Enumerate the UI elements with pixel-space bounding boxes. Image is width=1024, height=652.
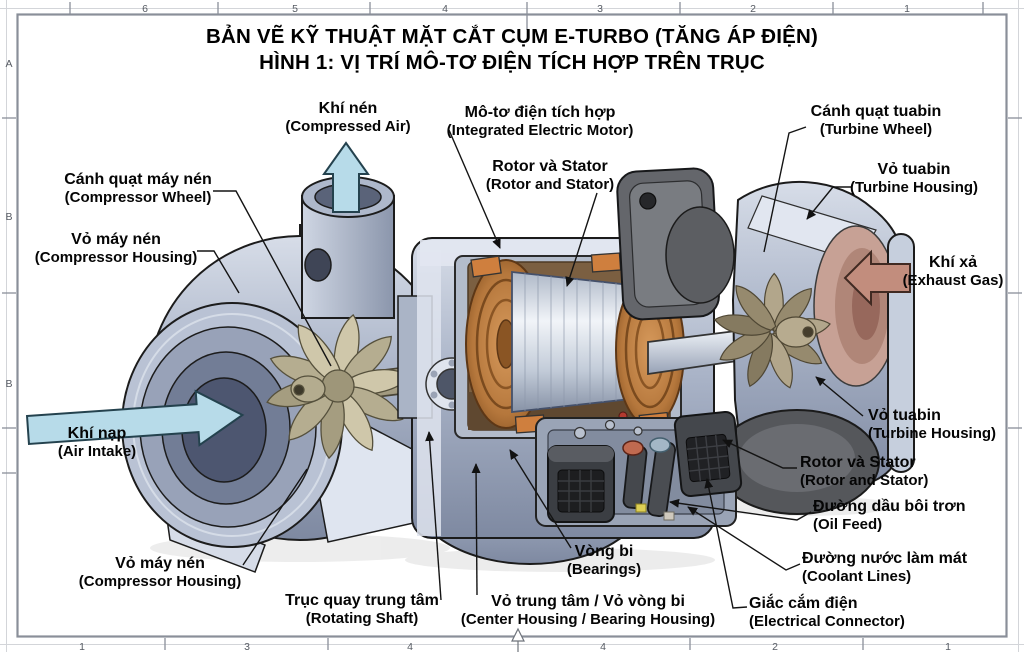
label-en: (Rotating Shaft) <box>305 609 419 627</box>
label-en: (Turbine Wheel) <box>819 120 933 138</box>
connector-plate <box>535 410 743 527</box>
grid-ref: 2 <box>750 3 756 15</box>
label-vi: Rotor và Stator <box>492 157 608 175</box>
label-bearings: Vòng bi (Bearings) <box>567 543 641 578</box>
label-integrated-motor: Mô-tơ điện tích hợp (Integrated Electric… <box>447 104 634 139</box>
turbine-wheel <box>713 272 831 389</box>
oil-feed-line <box>622 440 648 513</box>
label-vi: Khí nén <box>318 99 378 117</box>
label-rotating-shaft: Trục quay trung tâm (Rotating Shaft) <box>285 592 439 627</box>
grid-ref: B <box>5 378 12 390</box>
leader-lines <box>197 126 864 609</box>
label-vi: Trục quay trung tâm <box>285 591 439 609</box>
electrical-connector-left <box>547 445 615 523</box>
grid-ref: 1 <box>904 3 910 15</box>
compressed-air-arrow-icon <box>322 141 370 213</box>
exhaust-gas-arrow-icon <box>843 249 911 307</box>
label-en: (Oil Feed) <box>813 515 883 533</box>
label-exhaust-gas: Khí xả (Exhaust Gas) <box>903 254 1004 289</box>
compressor-wheel <box>266 313 411 460</box>
title-line-2: HÌNH 1: VỊ TRÍ MÔ-TƠ ĐIỆN TÍCH HỢP TRÊN … <box>259 51 765 74</box>
label-en: (Integrated Electric Motor) <box>446 121 634 139</box>
label-vi: Vỏ máy nén <box>115 554 205 572</box>
title-line-1: BẢN VẼ KỸ THUẬT MẶT CẮT CỤM E-TURBO (TĂN… <box>205 25 819 48</box>
grid-ref: A <box>5 58 12 70</box>
label-en: (Exhaust Gas) <box>902 271 1004 289</box>
grid-ref: 5 <box>292 3 298 15</box>
label-en: (Turbine Housing) <box>868 424 997 442</box>
label-vi: Đường nước làm mát <box>802 549 968 567</box>
grid-ref: 3 <box>597 3 603 15</box>
label-turbine-housing-upper: Vỏ tuabin (Turbine Housing) <box>850 161 978 196</box>
label-turbine-wheel: Cánh quạt tuabin (Turbine Wheel) <box>811 103 942 138</box>
drawing-title: BẢN VẼ KỸ THUẬT MẶT CẮT CỤM E-TURBO (TĂN… <box>0 24 1024 76</box>
label-vi: Giắc cắm điện <box>749 594 858 612</box>
label-vi: Đường dầu bôi trơn <box>813 497 966 515</box>
label-compressor-housing-lower: Vỏ máy nén (Compressor Housing) <box>79 555 242 590</box>
label-en: (Air Intake) <box>57 442 137 460</box>
label-vi: Khí xả <box>928 253 977 271</box>
label-vi: Vỏ tuabin <box>877 160 951 178</box>
label-compressor-wheel: Cánh quạt máy nén (Compressor Wheel) <box>64 171 212 206</box>
label-en: (Bearings) <box>566 560 642 578</box>
label-en: (Rotor and Stator) <box>485 175 615 193</box>
label-compressed-air: Khí nén (Compressed Air) <box>285 100 410 135</box>
label-vi: Vòng bi <box>574 542 634 560</box>
label-vi: Cánh quạt máy nén <box>64 170 212 188</box>
grid-ref: 1 <box>79 641 85 652</box>
label-rotor-stator-upper: Rotor và Stator (Rotor and Stator) <box>486 158 614 193</box>
label-vi: Rotor và Stator <box>800 453 916 471</box>
label-en: (Compressed Air) <box>285 117 411 135</box>
label-turbine-housing-lower: Vỏ tuabin (Turbine Housing) <box>868 407 996 442</box>
label-rotor-stator-lower: Rotor và Stator (Rotor and Stator) <box>800 454 928 489</box>
air-intake-arrow-icon <box>25 389 245 447</box>
grid-ref: 1 <box>945 641 951 652</box>
grid-ref: 4 <box>442 3 448 15</box>
label-vi: Cánh quạt tuabin <box>810 102 942 120</box>
grid-ref: 3 <box>244 641 250 652</box>
label-compressor-housing-upper: Vỏ máy nén (Compressor Housing) <box>35 231 198 266</box>
grid-ref: 4 <box>407 641 413 652</box>
label-en: (Rotor and Stator) <box>800 471 929 489</box>
grid-ref: 4 <box>600 641 606 652</box>
drawing-border <box>16 13 1008 638</box>
grid-ref: 6 <box>142 3 148 15</box>
label-en: (Compressor Housing) <box>34 248 198 266</box>
label-en: (Turbine Housing) <box>849 178 979 196</box>
label-vi: Mô-tơ điện tích hợp <box>464 103 616 121</box>
grid-ref: B <box>5 211 12 223</box>
label-vi: Vỏ tuabin <box>868 406 941 424</box>
label-oil-feed: Đường dầu bôi trơn (Oil Feed) <box>813 498 966 533</box>
coolant-line <box>646 437 677 521</box>
label-vi: Vỏ máy nén <box>71 230 161 248</box>
label-center-housing: Vỏ trung tâm / Vỏ vòng bi (Center Housin… <box>461 593 715 628</box>
label-en: (Electrical Connector) <box>749 612 905 630</box>
label-coolant-lines: Đường nước làm mát (Coolant Lines) <box>802 550 967 585</box>
label-electrical-connector: Giắc cắm điện (Electrical Connector) <box>749 595 905 630</box>
label-en: (Coolant Lines) <box>802 567 912 585</box>
label-vi: Khí nạp <box>67 424 127 442</box>
electrical-connector-right <box>673 410 743 498</box>
label-air-intake: Khí nạp (Air Intake) <box>58 425 136 460</box>
grid-ref: 2 <box>772 641 778 652</box>
label-vi: Vỏ trung tâm / Vỏ vòng bi <box>491 592 685 610</box>
label-en: (Compressor Wheel) <box>64 188 212 206</box>
label-en: (Compressor Housing) <box>78 572 242 590</box>
center-datum-mark <box>511 627 525 652</box>
label-en: (Center Housing / Bearing Housing) <box>460 610 716 628</box>
